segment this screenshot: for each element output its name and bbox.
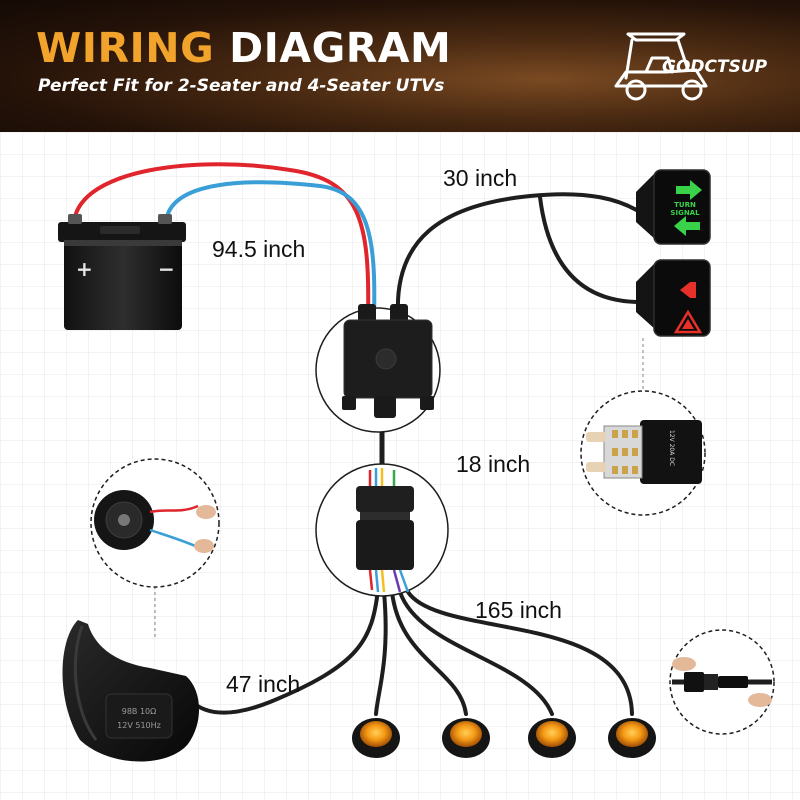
utv-logo-icon: GODCTSUP xyxy=(614,32,768,101)
horn-wire xyxy=(188,588,380,715)
horn-icon: 98B 10Ω 12V 510Hz xyxy=(62,620,200,762)
title-main: DIAGRAM xyxy=(229,24,452,72)
page-subtitle: Perfect Fit for 2-Seater and 4-Seater UT… xyxy=(38,76,445,96)
diagram-canvas: + − xyxy=(0,132,800,800)
turn-signal-text-2: SIGNAL xyxy=(670,209,700,217)
hazard-horn-switch xyxy=(636,259,711,337)
light-wire-2 xyxy=(390,590,468,716)
label-light-cable: 165 inch xyxy=(475,597,562,623)
switch-wire-branch xyxy=(538,195,642,304)
header-banner: WIRING DIAGRAM Perfect Fit for 2-Seater … xyxy=(0,0,800,132)
label-horn-cable: 47 inch xyxy=(226,671,301,697)
light-wire-4 xyxy=(406,590,634,716)
hazard-triangle-icon xyxy=(673,309,703,334)
horn-wiring-detail xyxy=(90,458,220,588)
horn-spec-line2: 12V 510Hz xyxy=(117,721,161,730)
title-accent: WIRING xyxy=(36,24,215,72)
turn-signal-text-1: TURN xyxy=(674,201,696,209)
label-harness-cable: 18 inch xyxy=(456,451,531,477)
battery-negative-label: − xyxy=(158,257,175,281)
arrow-right-icon xyxy=(676,180,702,200)
battery-icon: + − xyxy=(58,214,186,330)
light-wire-1 xyxy=(374,590,388,716)
positive-wire xyxy=(72,162,371,320)
label-switch-cable: 30 inch xyxy=(443,165,518,191)
marker-light-icon xyxy=(608,718,656,758)
switch-back-detail: 12V 20A DC xyxy=(580,390,706,516)
connector-icon xyxy=(356,468,414,593)
junction-box-icon xyxy=(342,304,434,418)
arrow-left-icon xyxy=(674,216,700,236)
negative-wire xyxy=(164,180,377,320)
marker-lights xyxy=(352,718,656,758)
switch-rating-text: 12V 20A DC xyxy=(668,430,675,466)
label-battery-cable: 94.5 inch xyxy=(212,236,306,262)
page-title: WIRING DIAGRAM xyxy=(36,24,451,72)
marker-light-icon xyxy=(352,718,400,758)
light-plug-detail xyxy=(669,629,775,735)
marker-light-icon xyxy=(442,718,490,758)
brand-text: GODCTSUP xyxy=(662,57,768,77)
marker-light-icon xyxy=(528,718,576,758)
turn-signal-switch: TURN SIGNAL xyxy=(636,169,711,245)
horn-spec-line1: 98B 10Ω xyxy=(122,707,157,716)
light-wire-3 xyxy=(398,590,554,716)
junction-box-callout xyxy=(315,304,441,433)
battery-positive-label: + xyxy=(76,257,93,281)
horn-symbol-icon xyxy=(680,282,696,298)
switch-wire-main xyxy=(395,192,642,316)
connector-callout xyxy=(315,463,449,597)
